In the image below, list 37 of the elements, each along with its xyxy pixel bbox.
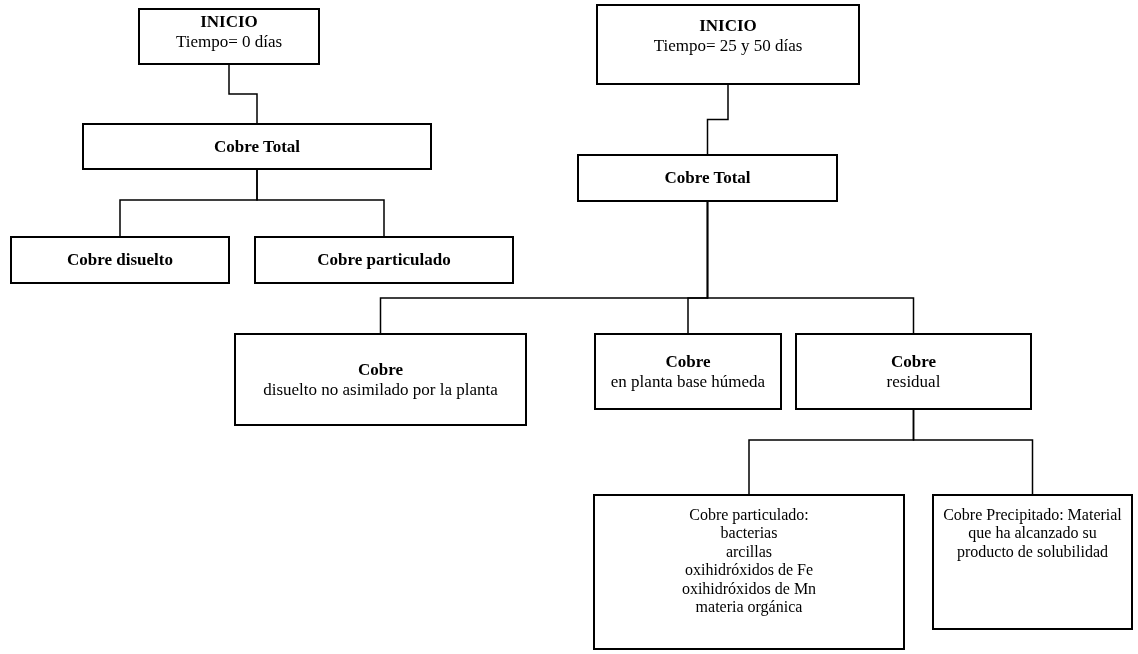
process-box (577, 154, 838, 202)
box-heading: Cobre Total (213, 136, 301, 157)
process-box (596, 4, 860, 85)
box-heading: Cobre particulado (317, 250, 451, 270)
process-box (82, 123, 432, 170)
process-box (593, 494, 905, 650)
box-text: residual (886, 371, 941, 392)
box-text: en planta base húmeda (610, 371, 766, 392)
box-text: Tiempo= 25 y 50 días (653, 35, 803, 56)
process-box (795, 333, 1032, 410)
box-heading: Cobre (665, 351, 711, 372)
process-box (254, 236, 514, 284)
process-box (594, 333, 782, 410)
box-text: Cobre particulado: (689, 506, 809, 525)
process-box (138, 8, 320, 65)
connector-line (912, 409, 1034, 495)
box-text: oxihidróxidos de Fe (685, 561, 813, 580)
box-text: Cobre Precipitado: Material que ha alcanzado su producto de solubilidad (942, 506, 1123, 562)
box-heading: Cobre Total (664, 168, 751, 188)
box-text: oxihidróxidos de Mn (681, 579, 817, 598)
box-text: bacterias (720, 524, 778, 543)
connector-line (256, 169, 385, 237)
box-heading: Cobre (358, 359, 403, 380)
box-heading: Cobre (891, 351, 936, 372)
connector-line (706, 201, 915, 334)
connector-line (706, 84, 729, 155)
process-box (10, 236, 230, 284)
box-heading: Cobre disuelto (67, 250, 173, 270)
box-text: Tiempo= 0 días (175, 31, 283, 52)
process-box (234, 333, 527, 426)
process-box (932, 494, 1133, 630)
box-heading: INICIO (200, 12, 258, 32)
connector-line (228, 64, 258, 124)
box-text: materia orgánica (695, 597, 803, 617)
box-text: disuelto no asimilado por la planta (263, 379, 498, 400)
box-heading: INICIO (699, 16, 757, 36)
box-text: arcillas (725, 542, 773, 562)
